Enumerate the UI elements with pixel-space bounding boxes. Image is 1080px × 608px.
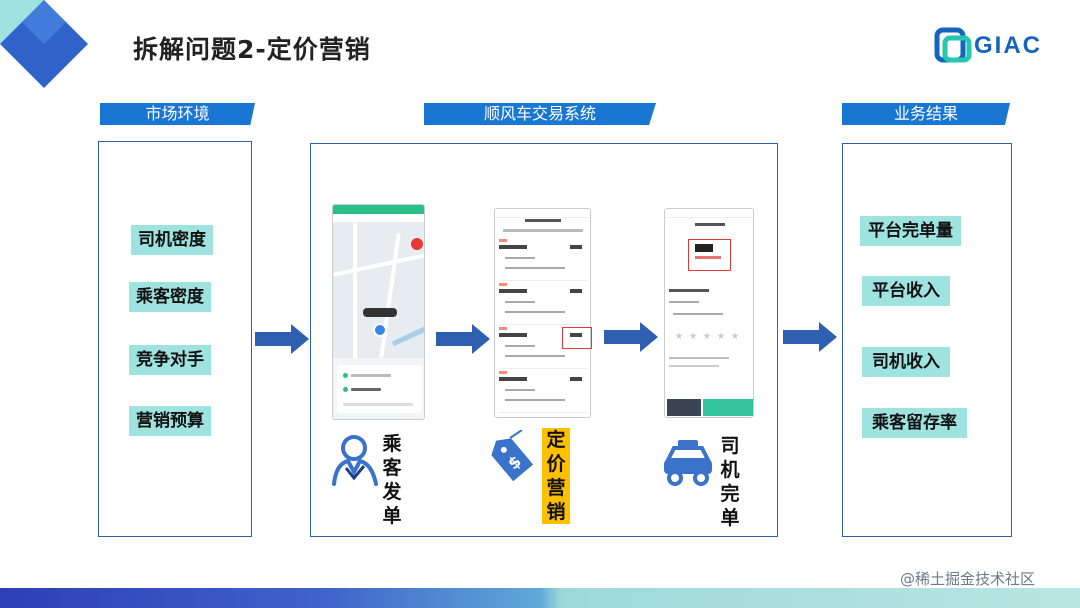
- phone-screenshot-passenger-map: [332, 204, 425, 420]
- arrow-market-to-system: [255, 324, 309, 354]
- market-factor-marketing-budget: 营销预算: [129, 406, 211, 436]
- result-driver-income: 司机收入: [862, 347, 950, 377]
- arrow-step2-to-step3: [604, 322, 658, 352]
- market-factor-driver-density: 司机密度: [131, 225, 213, 255]
- arrow-step1-to-step2: [436, 324, 490, 354]
- star-icon: [731, 332, 739, 340]
- market-factor-passenger-density: 乘客密度: [129, 282, 211, 312]
- section-label-market: 市场环境: [100, 103, 255, 125]
- phone-screenshot-trip-complete: [664, 208, 754, 418]
- result-passenger-retention: 乘客留存率: [862, 408, 967, 438]
- list-item: [499, 237, 588, 281]
- slide-title: 拆解问题2-定价营销: [133, 35, 371, 64]
- star-icon: [689, 332, 697, 340]
- section-label-result: 业务结果: [842, 103, 1010, 125]
- result-platform-revenue: 平台收入: [862, 276, 950, 306]
- market-panel: [98, 141, 252, 537]
- star-icon: [675, 332, 683, 340]
- star-icon: [703, 332, 711, 340]
- badge-icon: [411, 238, 423, 250]
- phone-screenshot-order-list: [494, 208, 591, 418]
- price-tag-icon: $: [491, 430, 534, 482]
- section-label-system: 顺风车交易系统: [424, 103, 656, 125]
- result-panel: [842, 143, 1012, 537]
- location-pin-icon: [373, 323, 387, 337]
- car-icon: [664, 440, 712, 486]
- result-platform-orders: 平台完单量: [860, 216, 961, 246]
- list-item: [499, 369, 588, 413]
- map-area: [333, 223, 424, 358]
- corner-decoration: [0, 0, 88, 88]
- step-label-driver-complete: 司机完单: [720, 435, 740, 529]
- list-item: [499, 281, 588, 325]
- star-icon: [717, 332, 725, 340]
- giac-logo: GIAC: [934, 26, 1074, 66]
- passenger-icon: [332, 435, 378, 486]
- watermark: @稀土掘金技术社区: [900, 570, 1036, 588]
- list-item: [499, 325, 588, 369]
- market-factor-competitor: 竞争对手: [129, 345, 211, 375]
- fare-highlight-box: [688, 239, 731, 271]
- footer-band: [0, 588, 1080, 608]
- logo-icon: [934, 27, 972, 63]
- step-label-passenger-order: 乘客发单: [382, 433, 402, 527]
- price-highlight-box: [562, 327, 592, 349]
- logo-text: GIAC: [974, 32, 1042, 59]
- step-label-pricing-marketing: 定价营销: [542, 428, 570, 524]
- arrow-system-to-result: [783, 322, 837, 352]
